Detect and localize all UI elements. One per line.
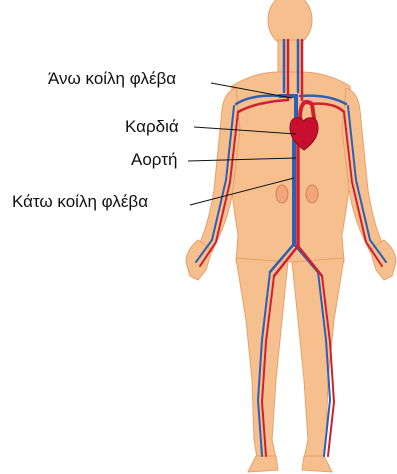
kidney-left: [276, 185, 288, 203]
label-aorta: Αορτή: [131, 150, 177, 170]
left-foot: [248, 456, 278, 472]
head: [268, 0, 312, 46]
kidney-right: [306, 185, 318, 203]
right-foot: [302, 456, 332, 472]
right-leg: [292, 258, 344, 464]
left-leg: [236, 258, 288, 464]
label-inferior-vena-cava: Κάτω κοίλη φλέβα: [12, 192, 148, 212]
label-superior-vena-cava: Άνω κοίλη φλέβα: [48, 69, 176, 89]
label-heart: Καρδιά: [125, 117, 179, 137]
